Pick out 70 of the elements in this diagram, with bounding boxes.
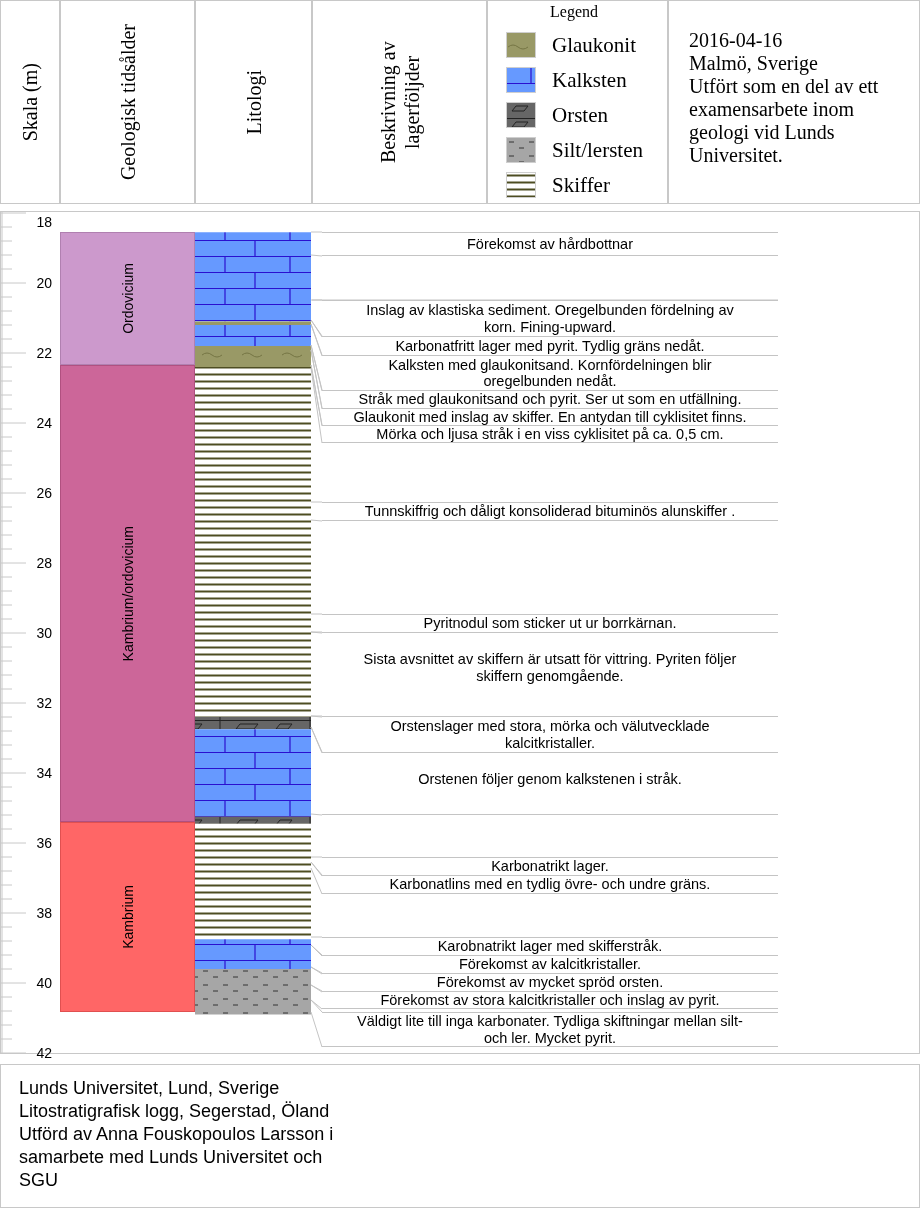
legend-label: Silt/lersten	[552, 138, 643, 162]
description-text: Förekomst av mycket spröd orsten.	[436, 974, 664, 991]
depth-label: 26	[36, 485, 52, 501]
description-band	[322, 232, 778, 256]
description-text: Orstenen följer genom kalkstenen i stråk.	[418, 771, 682, 788]
depth-label: 42	[36, 1045, 52, 1061]
column-heading: Litologi	[241, 69, 266, 135]
depth-label: 38	[36, 905, 52, 921]
description-band	[322, 991, 778, 1009]
description-text: Förekomst av hårdbottnar	[467, 235, 633, 253]
description-text: Glaukonit med inslag av skiffer. En antydan till cyklisitet finns.	[353, 408, 747, 426]
description-band	[322, 300, 778, 337]
description-text: Stråk med glaukonitsand och pyrit. Ser ut som en utfällning.	[358, 391, 742, 408]
depth-label: 32	[36, 695, 52, 711]
description-text: Förekomst av stora kalcitkristaller och inslag av pyrit.	[380, 991, 720, 1009]
legend-label: Skiffer	[552, 173, 610, 197]
footer-text: Lunds Universitet, Lund, Sverige	[19, 1077, 281, 1100]
info-text: Malmö, Sverige	[689, 52, 819, 75]
description-text: Karbonatlins med en tydlig övre- och undre gräns.	[389, 876, 711, 893]
age-band	[60, 822, 195, 1012]
depth-label: 34	[36, 765, 52, 781]
age-band	[60, 232, 195, 365]
legend-label: Glaukonit	[552, 33, 636, 57]
age-label: Kambrium	[119, 885, 136, 949]
description-text: Inslag av klastiska sediment. Oregelbunden fördelning av korn. Fining-upward.	[365, 302, 735, 335]
description-text: Karobnatrikt lager med skifferstråk.	[437, 938, 663, 955]
depth-label: 18	[36, 214, 52, 230]
description-text: Mörka och ljusa stråk i en viss cyklisitet på ca. 0,5 cm.	[376, 425, 724, 443]
description-band	[322, 1012, 778, 1047]
depth-label: 30	[36, 625, 52, 641]
depth-label: 36	[36, 835, 52, 851]
description-text: Karbonatrikt lager.	[491, 858, 609, 875]
depth-label: 28	[36, 555, 52, 571]
description-band	[322, 857, 778, 876]
legend-title: Legend	[550, 3, 598, 21]
column-heading: Beskrivning av lagerföljder	[375, 40, 424, 165]
description-text: Väldigt lite till inga karbonater. Tydliga skiftningar mellan silt- och ler. Mycket pyrit.	[356, 1013, 744, 1046]
depth-label: 20	[36, 275, 52, 291]
header-cell	[195, 0, 312, 204]
header-cell	[0, 0, 60, 204]
footer-text: Litostratigrafisk logg, Segerstad, Öland	[19, 1100, 331, 1123]
description-band	[322, 502, 778, 521]
age-band	[60, 365, 195, 822]
description-text: Karbonatfritt lager med pyrit. Tydlig gräns nedåt.	[395, 337, 705, 355]
info-box	[668, 0, 920, 204]
description-text: Tunnskiffrig och dåligt konsoliderad bituminös alunskiffer .	[364, 503, 736, 520]
legend-label: Kalksten	[552, 68, 627, 92]
age-label: Kambrium/ordovicium	[119, 525, 136, 662]
description-band	[322, 875, 778, 894]
depth-label: 22	[36, 345, 52, 361]
depth-label: 40	[36, 975, 52, 991]
info-text: Utfört som en del av ett examensarbete inom geologi vid Lunds Universitet.	[689, 75, 880, 167]
description-text: Sista avsnittet av skiffern är utsatt för vittring. Pyriten följer skiffern genomgående.	[362, 651, 738, 684]
depth-label: 24	[36, 415, 52, 431]
legend-label: Orsten	[552, 103, 608, 127]
header-cell	[60, 0, 195, 204]
age-label: Ordovicium	[119, 263, 136, 334]
description-text: Förekomst av kalcitkristaller.	[458, 956, 642, 973]
header-cell	[312, 0, 487, 204]
description-band	[322, 614, 778, 633]
description-text: Pyritnodul som sticker ut ur borrkärnan.	[423, 615, 677, 632]
column-heading: Skala (m)	[18, 62, 42, 142]
footer-box	[0, 1064, 920, 1208]
description-text: Kalksten med glaukonitsand. Kornfördelningen blir oregelbunden nedåt.	[387, 356, 713, 390]
column-heading: Geologisk tidsålder	[115, 23, 140, 181]
info-text: 2016-04-16	[689, 29, 784, 52]
description-band	[322, 937, 778, 956]
description-text: Orstenslager med stora, mörka och välutvecklade kalcitkristaller.	[389, 718, 711, 751]
footer-text: Utförd av Anna Fouskopoulos Larsson i samarbete med Lunds Universitet och SGU	[19, 1123, 335, 1192]
description-band	[322, 425, 778, 443]
